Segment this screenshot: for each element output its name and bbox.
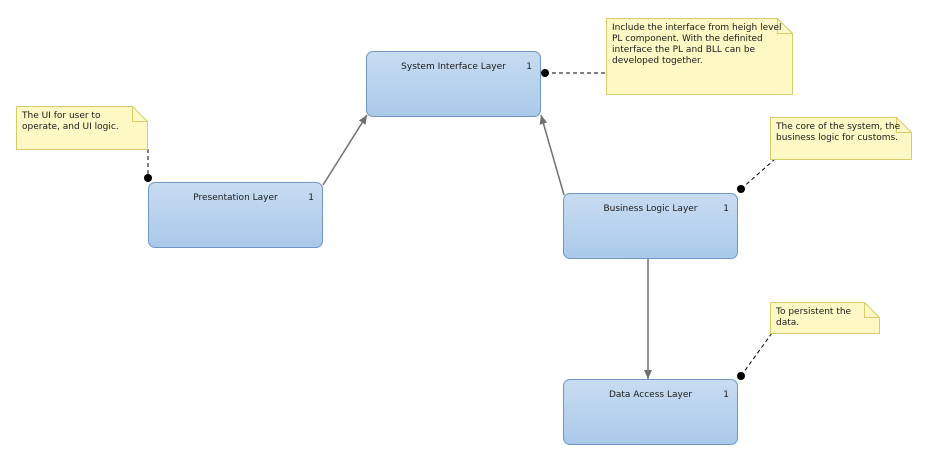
dependency-business-logic-to-system-interface[interactable] [539, 114, 565, 196]
note-core[interactable]: The core of the system, the business log… [770, 117, 912, 160]
note-anchor-dot-interface [541, 69, 549, 77]
note-text: To persistent the data. [776, 307, 852, 328]
note-anchor-dot-core [737, 185, 745, 193]
note-anchor-core [740, 158, 776, 190]
note-anchor-dot-ui [144, 174, 152, 182]
note-interface[interactable]: Include the interface from heigh level P… [606, 18, 793, 95]
note-shape [770, 117, 912, 160]
layer-title: System Interface Layer [401, 62, 506, 72]
note-text: The UI for user to operate, and UI logic… [22, 111, 119, 132]
note-shape [606, 18, 793, 95]
layer-title: Presentation Layer [193, 193, 278, 203]
layer-multiplicity: 1 [723, 204, 729, 214]
presentation-layer[interactable]: Presentation Layer 1 [148, 182, 323, 248]
note-anchor-dot-persistence [737, 372, 745, 380]
layer-title: Data Access Layer [608, 390, 693, 400]
note-shape [770, 302, 880, 334]
note-persistence[interactable]: To persistent the data. [770, 302, 880, 334]
dependency-presentation-to-system-interface[interactable] [322, 114, 368, 186]
data-access-layer[interactable]: Data Access Layer 1 [563, 379, 738, 445]
note-shape [16, 106, 148, 150]
layer-multiplicity: 1 [723, 390, 729, 400]
business-logic-layer[interactable]: Business Logic Layer 1 [563, 193, 738, 259]
note-ui[interactable]: The UI for user to operate, and UI logic… [16, 106, 148, 150]
note-text: Include the interface from heigh level P… [612, 23, 782, 66]
layer-multiplicity: 1 [308, 193, 314, 203]
system-interface-layer[interactable]: System Interface Layer 1 [366, 51, 541, 117]
layer-title: Business Logic Layer [603, 204, 698, 214]
layer-multiplicity: 1 [526, 62, 532, 72]
note-anchor-persistence [740, 332, 773, 377]
note-text: The core of the system, the business log… [776, 122, 901, 143]
